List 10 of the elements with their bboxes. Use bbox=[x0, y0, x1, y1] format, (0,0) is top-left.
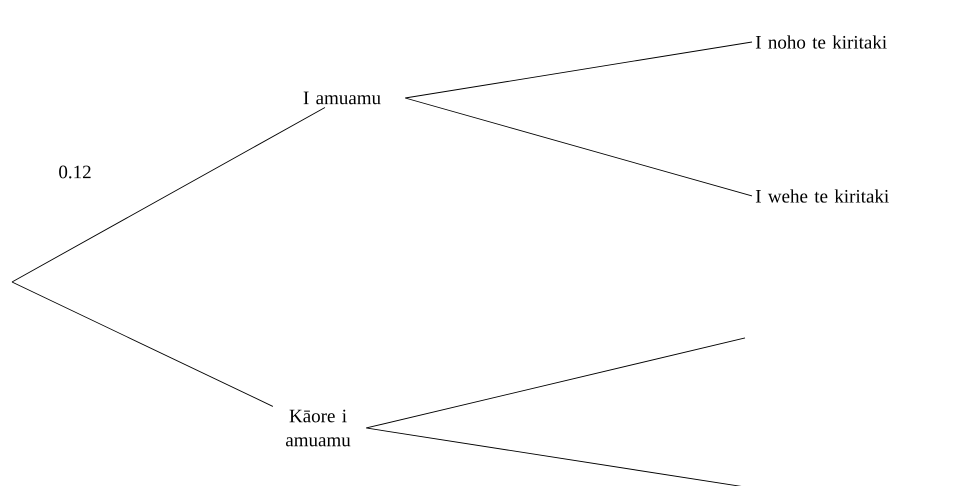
tree-branch bbox=[404, 42, 752, 98]
outcome-label: Kāore i amuamu bbox=[286, 410, 350, 446]
outcome-label: I wehe te kiritaki bbox=[756, 189, 889, 203]
probability-label: 0.12 bbox=[59, 166, 91, 178]
tree-branch bbox=[12, 107, 326, 282]
tree-branch bbox=[12, 282, 274, 407]
tree-branch bbox=[404, 98, 752, 196]
outcome-label: I amuamu bbox=[304, 92, 381, 104]
outcome-label: I noho te kiritaki bbox=[756, 35, 887, 49]
tree-branch bbox=[366, 338, 746, 428]
